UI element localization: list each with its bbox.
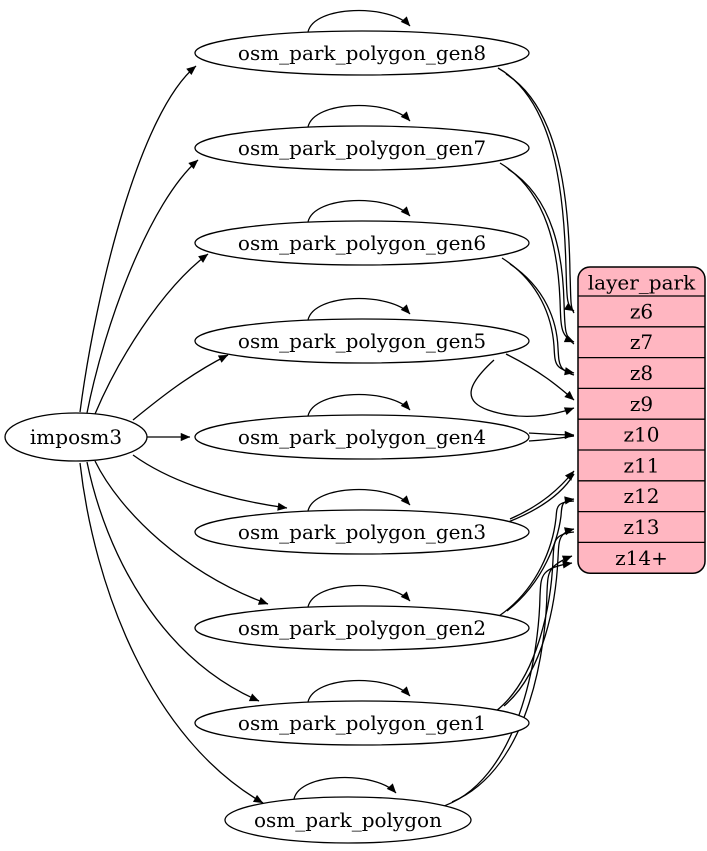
node-layer-park: layer_park z6 z7 z8 z9 z10 z11 z12 z13 z14+	[577, 266, 706, 574]
edge-imposm3-to-osm-park-polygon-gen6	[94, 253, 209, 415]
imposm3-label: imposm3	[30, 425, 122, 449]
layer-row-z10: z10	[624, 423, 660, 447]
layer-row-z11: z11	[624, 453, 660, 477]
self-loop-osm-park-polygon-gen1	[307, 679, 411, 703]
edge-osm-park-polygon-gen2-to-z12-strand2	[498, 500, 575, 617]
edge-imposm3-to-osm-park-polygon-gen8	[79, 65, 197, 413]
osm-park-polygon-gen3-label: osm_park_polygon_gen3	[238, 520, 486, 544]
edge-imposm3-to-osm-park-polygon-gen3	[132, 454, 288, 511]
edge-osm-park-polygon-gen8-to-z6-strand2	[505, 73, 575, 314]
osm-park-polygon-gen2-label: osm_park_polygon_gen2	[238, 616, 486, 640]
edge-osm-park-polygon-gen3-to-z11	[509, 470, 575, 520]
osm-park-polygon-shape	[224, 796, 472, 844]
edge-osm-park-polygon-gen1-to-z13-strand2	[495, 531, 575, 712]
self-loop-osm-park-polygon-gen2	[307, 584, 411, 608]
node-osm-park-polygon-gen6: osm_park_polygon_gen6	[194, 220, 530, 266]
self-loop-osm-park-polygon	[293, 776, 397, 800]
node-osm-park-polygon-gen8: osm_park_polygon_gen8	[194, 30, 530, 76]
edge-osm-park-polygon-gen6-to-z8-strand2	[509, 263, 575, 376]
osm-park-polygon-gen6-shape	[194, 220, 530, 266]
osm-park-polygon-gen8-label: osm_park_polygon_gen8	[238, 41, 486, 65]
node-osm-park-polygon-gen7: osm_park_polygon_gen7	[194, 125, 530, 171]
node-imposm3: imposm3	[4, 412, 148, 462]
edge-osm-park-polygon-gen5-to-z9	[505, 353, 575, 401]
edge-osm-park-polygon-to-z14plus-strand2	[437, 560, 573, 809]
node-osm-park-polygon-gen1: osm_park_polygon_gen1	[194, 700, 530, 746]
layer-park-title: layer_park	[588, 271, 696, 295]
node-osm-park-polygon-gen3: osm_park_polygon_gen3	[194, 509, 530, 555]
edge-osm-park-polygon-gen8-to-z6	[497, 67, 575, 312]
edge-imposm3-to-osm-park-polygon	[79, 462, 264, 804]
self-loop-osm-park-polygon-gen6	[307, 199, 411, 223]
self-loop-osm-park-polygon-gen8	[307, 9, 411, 33]
node-osm-park-polygon: osm_park_polygon	[224, 796, 472, 844]
osm-park-polygon-gen4-label: osm_park_polygon_gen4	[238, 425, 486, 449]
edge-osm-park-polygon-gen4-to-z10-strand2	[528, 435, 575, 442]
osm-park-polygon-gen4-shape	[194, 414, 530, 460]
edge-osm-park-polygon-to-z14plus	[451, 555, 573, 803]
self-loop-osm-park-polygon-gen4	[307, 393, 411, 417]
edge-osm-park-polygon-gen7-to-z7	[499, 162, 575, 343]
layer-park-shape	[577, 266, 706, 574]
layer-row-z9: z9	[630, 392, 653, 416]
layer-row-z7: z7	[630, 330, 653, 354]
node-osm-park-polygon-gen2: osm_park_polygon_gen2	[194, 605, 530, 651]
imposm3-shape	[4, 412, 148, 462]
edge-imposm3-to-osm-park-polygon-gen1	[86, 461, 260, 702]
node-osm-park-polygon-gen5: osm_park_polygon_gen5	[194, 318, 530, 364]
self-loop-osm-park-polygon-gen3	[307, 488, 411, 512]
edge-osm-park-polygon-gen3-to-z11-strand2	[502, 473, 575, 525]
edge-osm-park-polygon-gen1-to-z13	[503, 527, 575, 707]
osm-park-polygon-gen5-label: osm_park_polygon_gen5	[238, 329, 486, 353]
edge-osm-park-polygon-gen7-to-z7-strand2	[507, 168, 575, 345]
layer-row-z6: z6	[630, 299, 653, 323]
osm-park-polygon-gen7-shape	[194, 125, 530, 171]
edge-osm-park-polygon-gen6-to-z8	[501, 257, 575, 376]
layer-row-z8: z8	[630, 361, 653, 385]
edge-osm-park-polygon-gen5-to-z9-strand2	[470, 359, 575, 418]
layer-row-z13: z13	[624, 515, 660, 539]
edge-imposm3-to-osm-park-polygon-gen2	[94, 460, 269, 605]
osm-park-polygon-label: osm_park_polygon	[254, 808, 442, 832]
edges-layer	[79, 9, 575, 809]
osm-park-polygon-gen1-shape	[194, 700, 530, 746]
edge-imposm3-to-osm-park-polygon-gen7	[86, 159, 199, 414]
osm-park-polygon-gen6-label: osm_park_polygon_gen6	[238, 231, 486, 255]
layer-row-z14plus: z14+	[615, 546, 668, 570]
osm-park-polygon-gen5-shape	[194, 318, 530, 364]
edge-imposm3-to-osm-park-polygon-gen5	[132, 354, 229, 421]
self-loop-osm-park-polygon-gen7	[307, 104, 411, 128]
self-loop-osm-park-polygon-gen5	[307, 297, 411, 321]
edge-osm-park-polygon-gen4-to-z10	[528, 430, 575, 440]
node-osm-park-polygon-gen4: osm_park_polygon_gen4	[194, 414, 530, 460]
osm-park-polygon-gen3-shape	[194, 509, 530, 555]
osm-park-polygon-gen7-label: osm_park_polygon_gen7	[238, 136, 486, 160]
osm-park-polygon-gen2-shape	[194, 605, 530, 651]
osm-park-polygon-gen8-shape	[194, 30, 530, 76]
osm-park-polygon-gen1-label: osm_park_polygon_gen1	[238, 711, 486, 735]
layer-row-z12: z12	[624, 484, 660, 508]
